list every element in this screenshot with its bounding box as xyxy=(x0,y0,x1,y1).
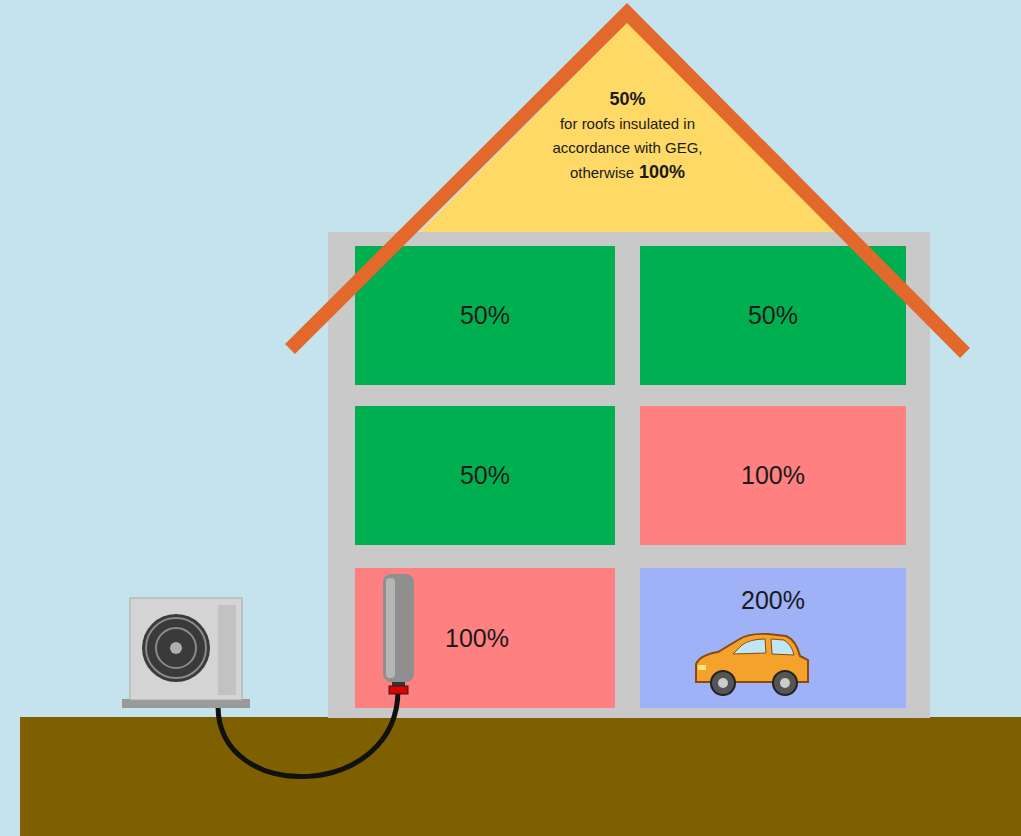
percentage-value: 200% xyxy=(741,586,805,615)
percentage-value: 50% xyxy=(460,461,510,490)
tank-body xyxy=(383,574,414,682)
car-hub xyxy=(780,678,790,688)
attic-text: 50%for roofs insulated in accordance wit… xyxy=(420,86,835,185)
heat-pump-body xyxy=(130,598,242,700)
fan-grille xyxy=(156,628,196,668)
car-wheel xyxy=(711,671,735,695)
heat-pump-side xyxy=(218,605,236,695)
attic-triangle xyxy=(420,22,835,232)
room-zone: 50% xyxy=(640,246,906,385)
percentage-value: 50% xyxy=(748,301,798,330)
storage-tank xyxy=(383,574,414,694)
heat-pump-fan xyxy=(142,614,210,682)
room-zone: 100% xyxy=(640,406,906,545)
car-hub xyxy=(718,678,728,688)
tank-foot xyxy=(392,682,405,686)
fan-hub xyxy=(170,642,182,654)
room-zone: 50% xyxy=(355,406,615,545)
car-wheel xyxy=(773,671,797,695)
pipe xyxy=(218,690,398,777)
heat-pump-base xyxy=(122,699,250,708)
house-walls xyxy=(328,232,930,718)
car-window xyxy=(733,639,766,654)
car-body xyxy=(696,634,808,682)
attic-zone: 50%for roofs insulated in accordance wit… xyxy=(420,22,835,232)
heat-pump xyxy=(122,598,250,708)
percentage-value: 100% xyxy=(741,461,805,490)
room-zone: 100% xyxy=(355,568,615,708)
tank-highlight xyxy=(386,578,395,678)
tank-connector xyxy=(389,686,408,694)
fan-grille xyxy=(146,618,206,678)
ground xyxy=(20,717,1021,836)
car xyxy=(696,634,808,695)
car-window xyxy=(771,639,794,655)
attic-percentage: 50% xyxy=(420,86,835,112)
attic-percentage: 100% xyxy=(639,162,685,182)
attic-note: for roofs insulated in accordance with G… xyxy=(535,112,721,185)
room-zone: 50% xyxy=(355,246,615,385)
roof xyxy=(290,13,965,353)
room-zone: 200% xyxy=(640,568,906,708)
percentage-value: 50% xyxy=(460,301,510,330)
percentage-value: 100% xyxy=(445,624,509,653)
car-light xyxy=(698,665,706,670)
